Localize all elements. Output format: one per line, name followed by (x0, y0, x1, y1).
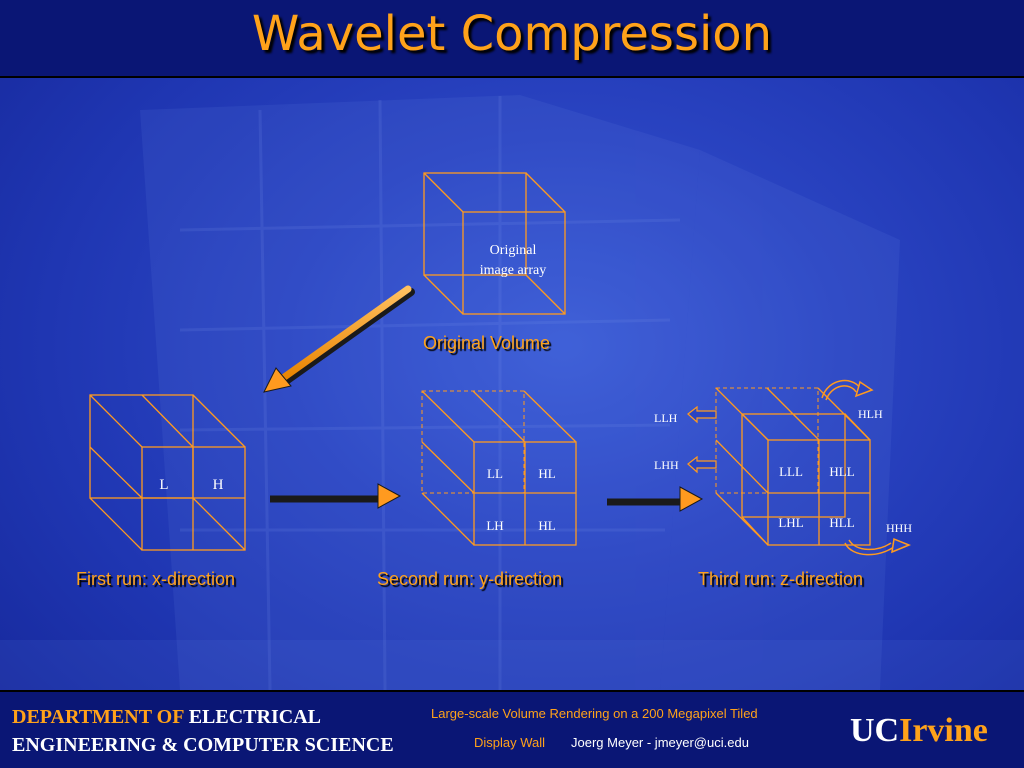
hhh-curved-arrow (844, 537, 911, 556)
arrow-original-to-first-run (263, 285, 415, 393)
logo-irvine: Irvine (899, 712, 988, 749)
second-run-cell-ll: LL (487, 466, 503, 481)
talk-title-line1: Large-scale Volume Rendering on a 200 Me… (431, 706, 758, 721)
logo-uc: UC (850, 712, 900, 749)
original-label-line1: Original (490, 243, 537, 258)
second-run-cube (421, 390, 577, 546)
talk-title-line2: Display Wall (474, 735, 546, 750)
third-run-cell-hll-top: HLL (829, 464, 854, 479)
third-run-cube (715, 387, 871, 546)
department-rest: ELECTRICAL (188, 706, 321, 728)
third-run-label-llh: LLH (654, 411, 678, 425)
arrow-second-to-third-run (604, 486, 704, 512)
uc-irvine-logo: UCIrvine (850, 712, 988, 750)
second-run-cell-hl-top: HL (538, 466, 555, 481)
third-run-label-hhh: HHH (886, 521, 912, 535)
third-run-label-lhh: LHH (654, 458, 679, 472)
llh-left-arrow (687, 405, 717, 424)
third-run-cell-lll: LLL (779, 464, 803, 479)
hlh-curved-arrow (821, 379, 874, 401)
third-run-cell-hll-bottom: HLL (829, 515, 854, 530)
third-run-label-hlh: HLH (858, 407, 883, 421)
department-line2: ENGINEERING & COMPUTER SCIENCE (12, 734, 394, 756)
second-run-cell-lh: LH (486, 518, 503, 533)
second-run-cell-hl-bottom: HL (538, 518, 555, 533)
third-run-caption: Third run: z-direction (698, 569, 864, 589)
footer-bar (0, 690, 1024, 768)
original-label-line2: image array (480, 263, 546, 278)
first-run-cell-l: L (159, 477, 168, 493)
original-volume-cube (423, 172, 566, 315)
arrow-first-to-second-run (267, 483, 402, 509)
department-prefix: DEPARTMENT OF (12, 706, 184, 728)
second-run-caption: Second run: y-direction (377, 569, 563, 589)
first-run-cell-h: H (213, 477, 224, 493)
first-run-caption: First run: x-direction (76, 569, 236, 589)
first-run-cube (89, 394, 246, 551)
third-run-cell-lhl: LHL (778, 515, 803, 530)
department-line1: DEPARTMENT OF ELECTRICAL (12, 706, 321, 729)
title-bar: Wavelet Compression (0, 0, 1024, 78)
lhh-left-arrow (687, 455, 717, 474)
author-contact: Joerg Meyer - jmeyer@uci.edu (571, 735, 749, 750)
original-volume-caption: Original Volume (423, 333, 551, 353)
slide-title: Wavelet Compression (251, 6, 773, 62)
